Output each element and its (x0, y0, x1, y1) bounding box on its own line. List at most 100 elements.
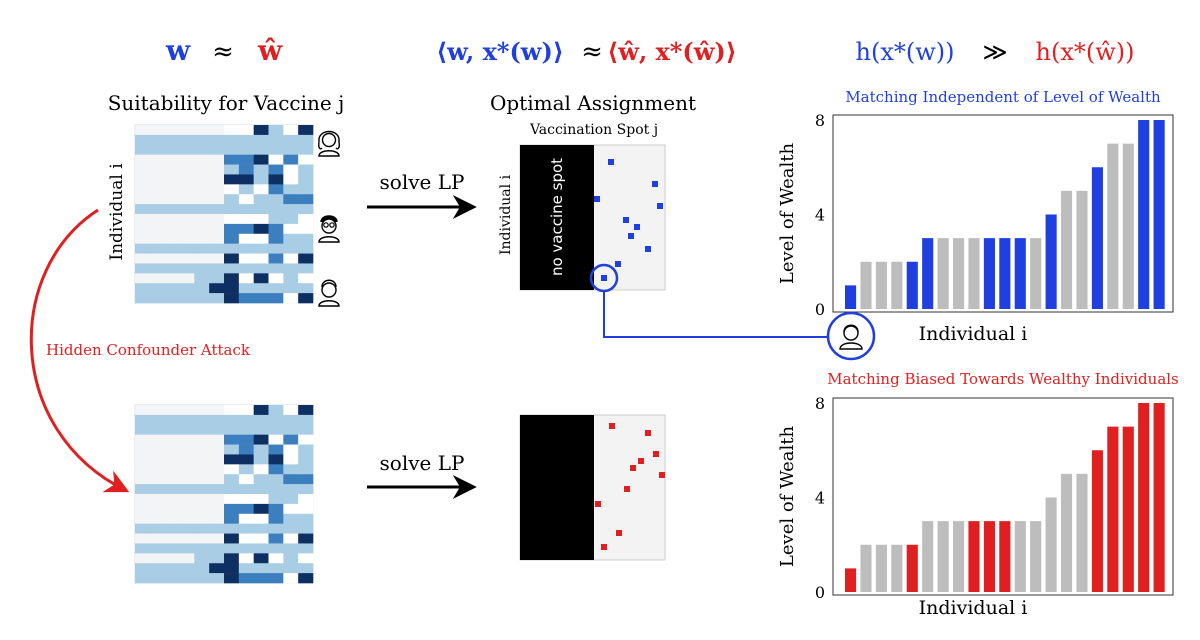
heatmap-cell (283, 144, 299, 155)
heatmap-cell (253, 523, 269, 534)
heatmap-cell (238, 253, 254, 264)
heatmap-cell (135, 214, 151, 225)
chart-bar (1153, 403, 1165, 592)
heatmap-cell (164, 164, 180, 175)
heatmap-cell (268, 125, 284, 136)
heatmap-top (135, 125, 314, 304)
heatmap-cell (238, 484, 254, 495)
heatmap-cell (179, 194, 195, 205)
heatmap-cell (194, 253, 210, 264)
chart-bar (1030, 238, 1042, 309)
chart-bar (1122, 143, 1134, 309)
heatmap-cell (164, 223, 180, 235)
heatmap-cell (268, 454, 284, 465)
heatmap-cell (253, 174, 269, 185)
heatmap-cell (209, 223, 225, 235)
formula-inner-product-w: ⟨w, x*(w)⟩ (436, 37, 564, 66)
heatmap-cell (238, 144, 254, 155)
solve-lp-bottom-label: solve LP (380, 451, 465, 475)
attack-label: Hidden Confounder Attack (46, 341, 251, 359)
man-avatar-icon (318, 279, 340, 307)
assignment-point (623, 217, 629, 223)
heatmap-cell (149, 563, 165, 574)
heatmap-cell (253, 434, 269, 445)
heatmap-cell (164, 533, 180, 544)
heatmap-cell (283, 263, 299, 274)
heatmap-cell (164, 194, 180, 205)
heatmap-cell (149, 164, 165, 175)
chart-bar (1030, 521, 1042, 592)
heatmap-cell (238, 293, 254, 304)
assignment-point (628, 233, 634, 239)
heatmap-cell (253, 405, 269, 416)
heatmap-cell (209, 174, 225, 185)
heatmap-cell (135, 233, 151, 244)
heatmap-cell (135, 454, 151, 465)
formula-approx-left: ≈ (212, 37, 234, 67)
heatmap-cell (164, 474, 180, 485)
heatmap-cell (224, 263, 240, 274)
heatmap-cell (238, 194, 254, 205)
heatmap-cell (268, 494, 284, 505)
heatmap-cell (149, 283, 165, 294)
heatmap-cell (224, 134, 240, 146)
heatmap-cell (209, 464, 225, 475)
heatmap-cell (179, 204, 195, 215)
heatmap-cell (179, 174, 195, 185)
assignment-point (652, 181, 658, 187)
heatmap-cell (179, 533, 195, 544)
heatmap-cell (194, 484, 210, 495)
heatmap-cell (298, 204, 314, 215)
heatmap-cell (209, 563, 225, 574)
heatmap-cell (298, 405, 314, 416)
heatmap-cell (238, 283, 254, 294)
heatmap-cell (209, 125, 225, 136)
heatmap-cell (179, 164, 195, 175)
assignment-title: Optimal Assignment (490, 91, 696, 115)
solve-lp-top-label: solve LP (380, 170, 465, 194)
heatmap-cell (268, 444, 284, 455)
heatmap-cell (209, 405, 225, 416)
heatmap-cell (253, 424, 269, 435)
heatmap-cell (135, 553, 151, 564)
heatmap-cell (135, 293, 151, 304)
heatmap-cell (268, 414, 284, 426)
assignment-top-points (594, 159, 663, 281)
heatmap-cell (164, 253, 180, 264)
heatmap-cell (268, 243, 284, 254)
heatmap-cell (149, 194, 165, 205)
heatmap-cell (283, 523, 299, 534)
heatmap-cell (164, 503, 180, 515)
assignment-point (616, 530, 622, 536)
heatmap-cell (283, 204, 299, 215)
heatmap-cell (135, 523, 151, 534)
heatmap-cell (179, 563, 195, 574)
heatmap-cell (253, 134, 269, 146)
heatmap-cell (283, 253, 299, 264)
heatmap-cell (298, 164, 314, 175)
heatmap-cell (135, 253, 151, 264)
person-avatar-icon (839, 324, 863, 350)
heatmap-cell (149, 424, 165, 435)
heatmap-cell (283, 214, 299, 225)
heatmap-cell (298, 484, 314, 495)
heatmap-cell (135, 444, 151, 455)
heatmap-cell (268, 154, 284, 165)
heatmap-cell (298, 253, 314, 264)
heatmap-cell (149, 444, 165, 455)
heatmap-cell (238, 503, 254, 515)
heatmap-cell (268, 533, 284, 544)
heatmap-cell (209, 214, 225, 225)
heatmap-cell (268, 573, 284, 584)
heatmap-cell (224, 484, 240, 495)
assignment-point (594, 196, 600, 202)
heatmap-cell (298, 243, 314, 254)
heatmap-cell (149, 513, 165, 524)
heatmap-cell (179, 543, 195, 554)
heatmap-cell (283, 563, 299, 574)
chart-bar (922, 521, 934, 592)
heatmap-cell (283, 174, 299, 185)
heatmap-cell (283, 223, 299, 235)
chart-bar (1091, 450, 1103, 592)
heatmap-cell (238, 563, 254, 574)
